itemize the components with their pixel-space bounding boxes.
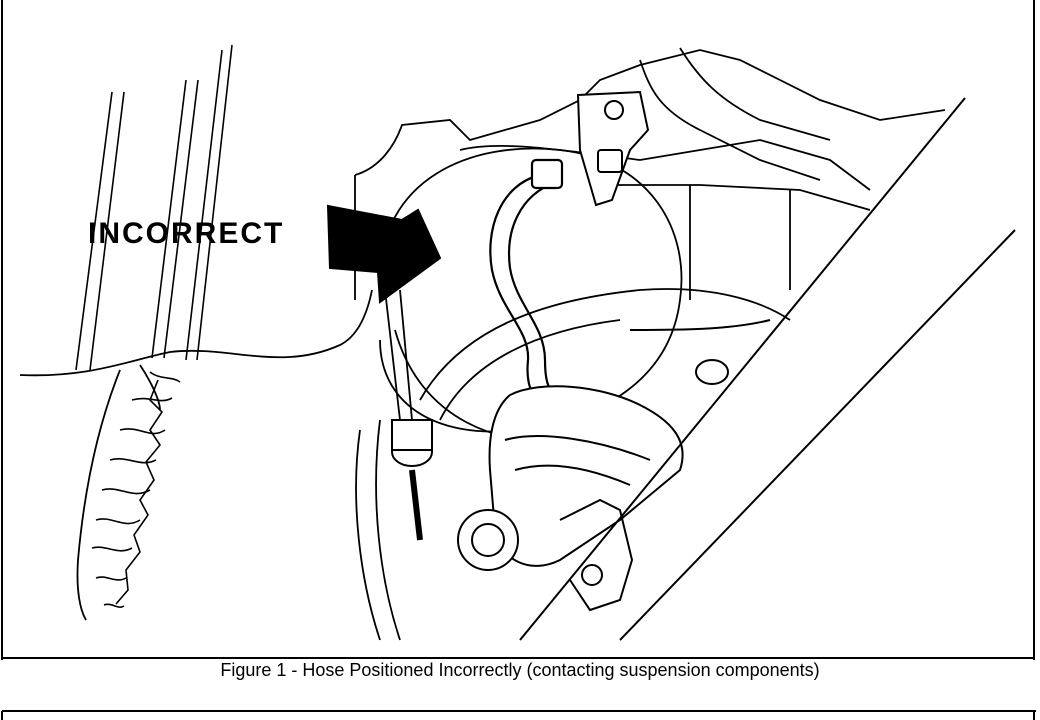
upper-structure <box>354 47 946 300</box>
callout-label: INCORRECT <box>88 217 285 250</box>
brake-hose <box>489 158 564 401</box>
figure-caption: Figure 1 - Hose Positioned Incorrectly (… <box>220 660 820 680</box>
arrow-right-icon <box>326 204 442 304</box>
hose-line <box>384 289 413 421</box>
diagonal-strut <box>519 97 1016 641</box>
body-outline <box>19 289 373 621</box>
strut-lines <box>75 44 233 371</box>
tire-tread <box>91 371 181 608</box>
caliper <box>488 385 684 567</box>
loop-arcs <box>355 147 791 641</box>
hose-fitting <box>391 419 519 571</box>
lower-arm <box>559 319 771 612</box>
hose-bracket <box>576 90 650 207</box>
